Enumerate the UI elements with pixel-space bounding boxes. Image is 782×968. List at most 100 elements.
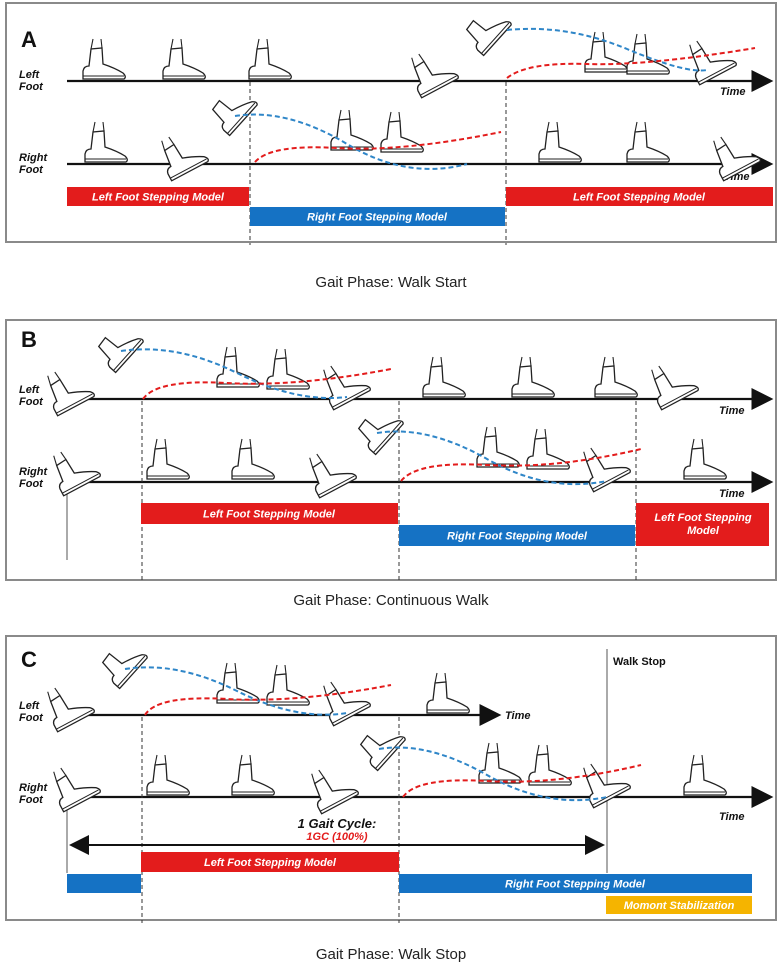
right-model-label: Right Foot Stepping Model bbox=[505, 879, 646, 891]
left-model-bar bbox=[141, 852, 399, 872]
left-shoe-heel-up-icon bbox=[38, 675, 96, 733]
panel-b: B Left Foot Time Right Foot Time bbox=[5, 319, 777, 583]
left-model-label: Left Foot Stepping Model bbox=[92, 192, 225, 204]
left-shoe-icon bbox=[626, 33, 670, 75]
caption-walk-start: Gait Phase: Walk Start bbox=[315, 274, 467, 291]
left-shoe-icon bbox=[82, 38, 126, 80]
left-shoe-toe-up-icon bbox=[91, 321, 145, 374]
right-foot-label-line1: Right bbox=[19, 152, 48, 164]
right-shoe-icon bbox=[538, 121, 582, 163]
left-model-bar bbox=[67, 187, 249, 206]
left-shoe-icon bbox=[511, 356, 555, 398]
left-foot-label-line2: Foot bbox=[19, 712, 44, 724]
right-shoe-heel-up-icon bbox=[152, 124, 210, 182]
right-model-bar-short bbox=[67, 874, 141, 893]
right-foot-label-line1: Right bbox=[19, 782, 48, 794]
swing-trajectory-blue bbox=[124, 666, 348, 716]
right-model-bar bbox=[399, 525, 635, 546]
right-shoe-icon bbox=[478, 742, 522, 784]
panel-b-diagram: B Left Foot Time Right Foot Time bbox=[19, 321, 774, 583]
right-shoe-icon bbox=[146, 438, 190, 480]
swing-trajectory-red bbox=[142, 368, 392, 400]
right-shoe-icon bbox=[146, 754, 190, 796]
caption-walk-stop: Gait Phase: Walk Stop bbox=[315, 946, 467, 963]
right-shoe-icon bbox=[528, 744, 572, 786]
right-shoe-toe-up-icon bbox=[351, 401, 405, 456]
right-shoe-heel-up-icon bbox=[574, 751, 632, 809]
left-shoe-toe-up-icon bbox=[95, 637, 149, 690]
left-model-bar bbox=[506, 187, 773, 206]
stabilization-bar bbox=[606, 896, 752, 914]
swing-trajectory-red bbox=[254, 131, 502, 163]
left-shoe-heel-up-icon bbox=[642, 353, 700, 411]
left-shoe-icon bbox=[266, 348, 310, 390]
left-model-label-line2: Model bbox=[687, 525, 720, 537]
panel-a-diagram: A Left Foot Time Right Foot Time bbox=[19, 4, 774, 245]
panel-a: A Left Foot Time Right Foot Time bbox=[5, 2, 777, 245]
right-shoe-heel-up-icon bbox=[300, 441, 358, 499]
right-time-label: Time bbox=[719, 488, 744, 500]
swing-trajectory-blue bbox=[506, 27, 708, 72]
swing-trajectory-blue bbox=[234, 113, 468, 170]
left-model-bar bbox=[141, 503, 398, 524]
panel-letter: A bbox=[21, 27, 37, 52]
left-shoe-heel-up-icon bbox=[38, 359, 96, 417]
right-shoe-icon bbox=[84, 121, 128, 163]
right-shoe-icon bbox=[683, 438, 727, 480]
left-model-label-line1: Left Foot Stepping bbox=[654, 512, 751, 524]
right-model-bar bbox=[399, 874, 752, 893]
right-shoe-heel-up-icon bbox=[44, 439, 102, 497]
swing-trajectory-red bbox=[506, 47, 756, 79]
panel-c-diagram: C Left Foot Time Right Foot Time Walk St… bbox=[19, 637, 774, 923]
right-shoe-heel-up-icon bbox=[704, 124, 762, 182]
left-model-label: Left Foot Stepping Model bbox=[203, 509, 336, 521]
left-shoe-icon bbox=[216, 662, 260, 704]
swing-trajectory-blue bbox=[376, 430, 608, 486]
panel-c: C Left Foot Time Right Foot Time Walk St… bbox=[5, 635, 777, 923]
panel-letter: C bbox=[21, 647, 37, 672]
left-shoe-icon bbox=[426, 672, 470, 714]
left-model-bar bbox=[636, 503, 769, 546]
left-model-label: Left Foot Stepping Model bbox=[204, 857, 337, 869]
right-model-bar bbox=[250, 207, 505, 226]
left-foot-label-line1: Left bbox=[19, 384, 41, 396]
panel-letter: B bbox=[21, 327, 37, 352]
swing-trajectory-red bbox=[144, 684, 392, 716]
left-shoe-icon bbox=[248, 38, 292, 80]
right-shoe-icon bbox=[231, 438, 275, 480]
gait-cycle-value: 1GC (100%) bbox=[306, 831, 367, 843]
right-model-label: Right Foot Stepping Model bbox=[307, 212, 448, 224]
left-time-label: Time bbox=[720, 86, 745, 98]
right-shoe-icon bbox=[683, 754, 727, 796]
right-foot-label-line2: Foot bbox=[19, 794, 44, 806]
left-time-label: Time bbox=[505, 710, 530, 722]
right-foot-label-line1: Right bbox=[19, 466, 48, 478]
left-shoe-toe-up-icon bbox=[459, 4, 513, 57]
swing-trajectory-red bbox=[402, 764, 642, 798]
left-shoe-icon bbox=[584, 31, 628, 73]
caption-continuous-walk: Gait Phase: Continuous Walk bbox=[293, 592, 489, 609]
left-foot-label-line2: Foot bbox=[19, 81, 44, 93]
left-foot-label-line1: Left bbox=[19, 700, 41, 712]
right-shoe-heel-up-icon bbox=[44, 755, 102, 813]
swing-trajectory-red bbox=[400, 448, 642, 482]
left-foot-label-line1: Left bbox=[19, 69, 41, 81]
left-shoe-heel-up-icon bbox=[402, 41, 460, 99]
right-shoe-icon bbox=[231, 754, 275, 796]
left-model-label: Left Foot Stepping Model bbox=[573, 192, 706, 204]
swing-trajectory-blue bbox=[120, 348, 348, 399]
right-shoe-icon bbox=[476, 426, 520, 468]
right-shoe-icon bbox=[526, 428, 570, 470]
right-shoe-heel-up-icon bbox=[302, 757, 360, 815]
right-shoe-icon bbox=[330, 109, 374, 151]
right-shoe-icon bbox=[626, 121, 670, 163]
right-shoe-icon bbox=[380, 111, 424, 153]
right-shoe-toe-up-icon bbox=[353, 717, 407, 772]
left-time-label: Time bbox=[719, 405, 744, 417]
gait-cycle-label: 1 Gait Cycle: bbox=[298, 816, 377, 831]
left-shoe-icon bbox=[162, 38, 206, 80]
right-time-label: Time bbox=[719, 811, 744, 823]
left-shoe-heel-up-icon bbox=[314, 669, 372, 727]
left-shoe-icon bbox=[422, 356, 466, 398]
left-shoe-icon bbox=[594, 356, 638, 398]
